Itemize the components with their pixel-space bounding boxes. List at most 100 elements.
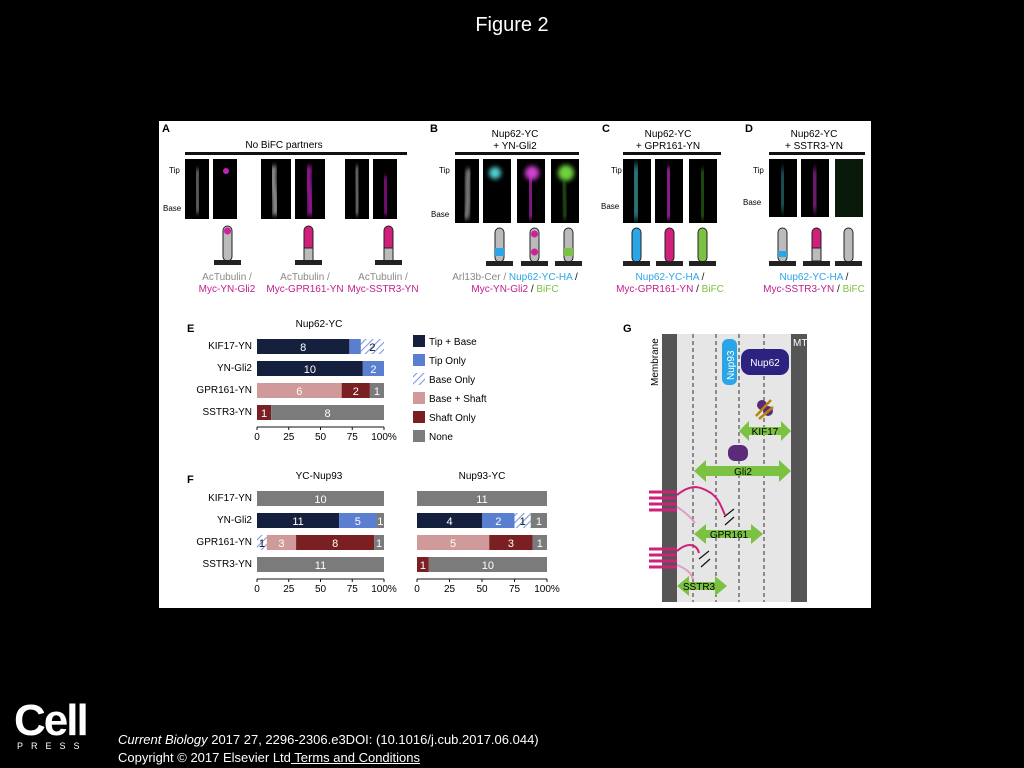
bar-segment (257, 361, 363, 376)
nup93-protein (722, 339, 737, 385)
panel-d-label-1a: Nup62-YC-HA (780, 272, 844, 283)
category-label: GPR161-YN (196, 537, 252, 548)
x-tick-label: 25 (283, 432, 295, 443)
segment-value-label: 1 (377, 516, 383, 528)
panel-c-label-2b: / (693, 284, 701, 295)
panel-b-label-2b: / (528, 284, 536, 295)
bar-segment (341, 383, 370, 398)
bar-segment (417, 513, 482, 528)
panel-d-label-2a: Myc-SSTR3-YN (763, 284, 834, 295)
cilium-schematic (656, 227, 683, 266)
bar-segment (296, 535, 375, 550)
bar-segment (530, 513, 547, 528)
nup93-label: Nup93 (726, 350, 737, 380)
panel-c-letter: C (602, 123, 610, 135)
copyright-text: Copyright © 2017 Elsevier Ltd (118, 750, 291, 765)
segment-value-label: 6 (296, 386, 302, 398)
kif17-motor-icon (755, 399, 774, 420)
panel-c-label-2a: Myc-GPR161-YN (616, 284, 693, 295)
cilium-schematic (295, 225, 322, 265)
panel-c-label-1: Nup62-YC-HA / (636, 272, 705, 283)
panel-d: D Nup62-YC + SSTR3-YN Tip Base Nup62-YC-… (743, 123, 865, 295)
category-label: YN-Gli2 (217, 363, 252, 374)
panel-g: G Membrane MT Nup93 Nup62 KIF17 Gli2 (623, 323, 807, 602)
panel-g-letter: G (623, 323, 632, 335)
bar-segment (417, 491, 547, 506)
press-logo-word: PRESS (17, 741, 88, 751)
x-tick-label: 0 (254, 584, 260, 595)
segment-value-label: 10 (304, 364, 316, 376)
cilium-schematic (214, 225, 241, 265)
panel-c-base-label: Base (601, 202, 620, 211)
x-tick-label: 100% (534, 584, 560, 595)
segment-value-label: 11 (476, 494, 487, 506)
panel-a-header: No BiFC partners (245, 140, 322, 151)
panel-d-label-2b: / (834, 284, 842, 295)
micrograph (213, 159, 237, 219)
chart-title: Nup93-YC (459, 471, 506, 482)
journal-name: Current Biology (118, 732, 208, 747)
sstr3-receptor-icon (649, 544, 711, 580)
gpr161-receptor-icon (649, 486, 735, 526)
legend-label: None (429, 432, 453, 443)
panel-f-letter: F (187, 474, 194, 486)
bar-segment (362, 361, 384, 376)
legend-label: Tip Only (429, 356, 466, 367)
segment-value-label: 10 (314, 494, 326, 506)
x-tick-label: 75 (509, 584, 521, 595)
segment-value-label: 8 (324, 408, 330, 420)
panel-a-label-1a: AcTubulin / (202, 272, 252, 283)
x-tick-label: 75 (347, 432, 359, 443)
panel-d-header-2: + SSTR3-YN (785, 141, 843, 152)
panel-e-letter: E (187, 323, 194, 335)
legend-label: Tip + Base (429, 337, 477, 348)
bar-segment (428, 557, 547, 572)
legend-swatch (413, 392, 425, 404)
segment-value-label: 1 (376, 538, 382, 550)
panel-a-label-3a: AcTubulin / (358, 272, 408, 283)
membrane-label: Membrane (650, 338, 661, 386)
cilium-schematic (521, 227, 548, 266)
segment-value-label: 11 (292, 516, 303, 528)
slide-title: Figure 2 (475, 14, 549, 36)
segment-value-label: 1 (536, 516, 542, 528)
category-label: KIF17-YN (208, 341, 252, 352)
gpr161-label: GPR161 (710, 530, 749, 541)
panel-d-label-2c: BiFC (843, 284, 865, 295)
panel-d-label-1: Nup62-YC-HA / (780, 272, 849, 283)
bar-segment (257, 491, 384, 506)
segment-value-label: 4 (446, 516, 452, 528)
panel-b-label-2: Myc-YN-Gli2 / BiFC (471, 284, 558, 295)
cilium-schematic (689, 227, 716, 266)
terms-link[interactable]: Terms and Conditions (290, 750, 421, 765)
segment-value-label: 8 (332, 538, 338, 550)
segment-value-label: 8 (300, 342, 306, 354)
panel-b-header-1: Nup62-YC (492, 129, 539, 140)
chart-title: YC-Nup93 (296, 471, 343, 482)
panel-a-label-1b: Myc-YN-Gli2 (199, 284, 256, 295)
nup62-label: Nup62 (750, 358, 780, 369)
segment-value-label: 11 (315, 560, 326, 572)
bar-segment (349, 339, 361, 354)
cilium-schematic (375, 225, 402, 265)
category-label: GPR161-YN (196, 385, 252, 396)
figure-canvas: A No BiFC partners Tip Base (162, 123, 865, 602)
segment-value-label: 2 (369, 342, 375, 354)
gpr161-arrow (694, 524, 763, 544)
legend-swatch (413, 354, 425, 366)
category-label: SSTR3-YN (203, 407, 252, 418)
chart-title: Nup62-YC (296, 319, 343, 330)
segment-value-label: 2 (353, 386, 359, 398)
citation-line: Current Biology 2017 27, 2296-2306.e3DOI… (118, 731, 539, 749)
category-label: YN-Gli2 (217, 515, 252, 526)
panel-b-label-2a: Myc-YN-Gli2 (471, 284, 528, 295)
panel-b-label-1b: Nup62-YC-HA (509, 272, 573, 283)
figure-panel: A No BiFC partners Tip Base (159, 121, 871, 608)
segment-value-label: 5 (355, 516, 361, 528)
panel-b-base-label: Base (431, 210, 450, 219)
panel-a-label-3b: Myc-SSTR3-YN (347, 284, 418, 295)
copyright-line: Copyright © 2017 Elsevier Ltd Terms and … (118, 749, 539, 767)
